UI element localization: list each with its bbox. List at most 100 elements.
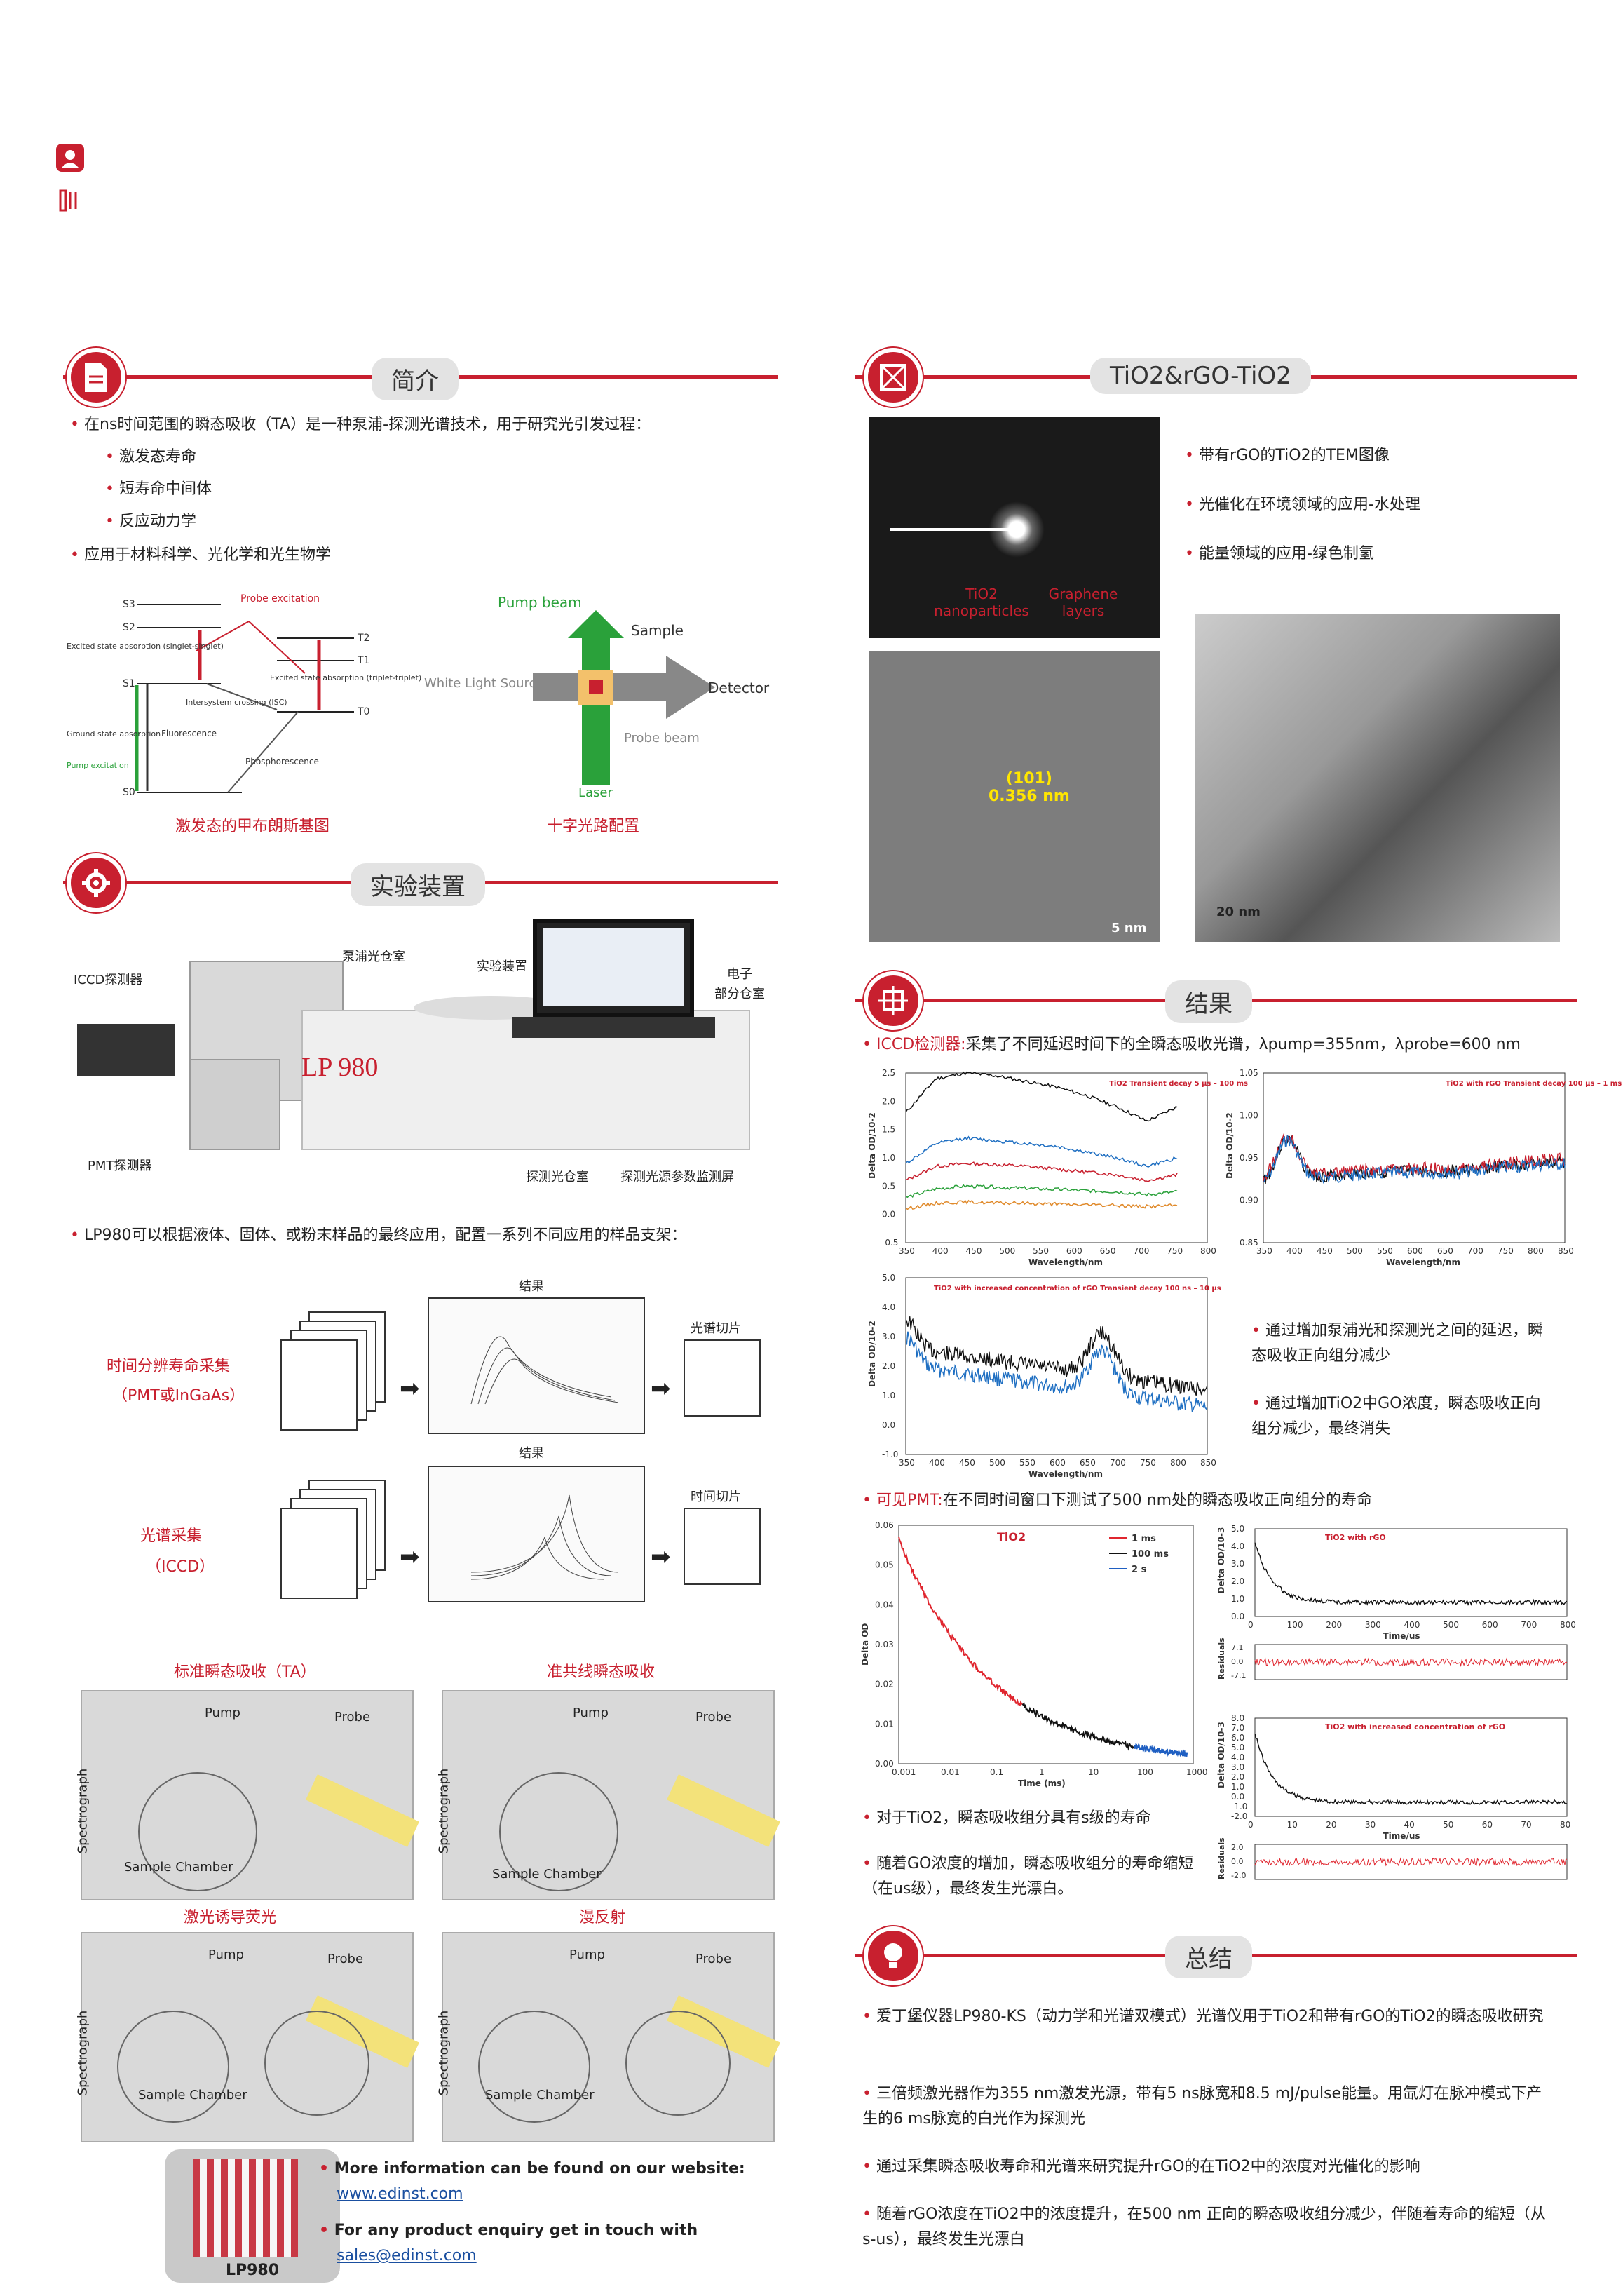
config2-probe: Probe [695, 1710, 732, 1724]
x-tick-label: 100 [1287, 1620, 1303, 1630]
jablonski-caption: 激发态的甲布朗斯基图 [175, 818, 330, 835]
y-tick-label: 3.0 [1231, 1559, 1244, 1569]
x-tick-label: 80 [1560, 1820, 1570, 1830]
series-line [1254, 1733, 1568, 1806]
y-tick-label: 0.05 [875, 1560, 894, 1570]
legend-label: 2 s [1132, 1565, 1147, 1575]
legend-label: 1 ms [1132, 1534, 1156, 1544]
y-tick-label: -2.0 [1231, 1811, 1247, 1821]
iccd-bullet-1: 通过增加泵浦光和探测光之间的延迟，瞬态吸收正向组分减少 [1251, 1318, 1553, 1369]
lp980-instrument: LP 980 [77, 919, 750, 1150]
y-tick-label: 1.00 [1240, 1111, 1258, 1121]
pmt-text: 在不同时间窗口下测试了500 nm处的瞬态吸收正向组分的寿命 [942, 1492, 1373, 1509]
y-tick-label: 2.0 [1231, 1772, 1244, 1782]
crystal-icon [864, 348, 923, 407]
config-title-3: 激光诱导荧光 [184, 1909, 277, 1926]
x-tick-label: 400 [1286, 1246, 1303, 1256]
y-tick-label: 0.02 [875, 1680, 894, 1689]
arrow-right-icon-2: ➡ [651, 1375, 671, 1403]
y-tick-label: 5.0 [882, 1273, 895, 1283]
qr-code-icon [193, 2159, 298, 2257]
config4-probe: Probe [695, 1952, 732, 1966]
label-spacing: 0.356 nm [989, 788, 1070, 805]
x-tick-label: 300 [1365, 1620, 1381, 1630]
y-tick-label: 1.0 [882, 1153, 895, 1163]
mode2-sub: （ICCD） [146, 1558, 215, 1576]
x-tick-label: 550 [1377, 1246, 1393, 1256]
y-tick-label: 3.0 [882, 1332, 895, 1342]
intro-sub-1: 激发态寿命 [105, 445, 196, 470]
x-tick-label: 600 [1482, 1620, 1498, 1630]
y-tick-label: 2.5 [882, 1068, 895, 1078]
x-tick-label: 400 [1404, 1620, 1420, 1630]
config-panel-3: Pump Probe Sample Chamber Spectrograph [75, 1932, 419, 2142]
series-line [905, 1161, 1178, 1182]
chart-title: TiO2 [997, 1530, 1026, 1544]
book-icon [57, 188, 83, 213]
y-tick-label: 0.0 [882, 1420, 895, 1430]
x-tick-label: 400 [932, 1246, 949, 1256]
jab-level-s3: S3 [123, 599, 135, 610]
label-monitor: 探测光源参数监测屏 [620, 1170, 734, 1184]
x-tick-label: 40 [1404, 1820, 1415, 1830]
mode2-title: 光谱采集 [140, 1527, 203, 1545]
residual-tick: -2.0 [1231, 1871, 1246, 1880]
x-tick-label: 50 [1443, 1820, 1453, 1830]
y-tick-label: 5.0 [1231, 1524, 1244, 1534]
config3-spectro: Spectrograph [75, 2010, 90, 2096]
mode1-result: 结果 [519, 1279, 544, 1294]
pmt-line: 可见PMT:在不同时间窗口下测试了500 nm处的瞬态吸收正向组分的寿命 [862, 1488, 1570, 1513]
jab-label-gsa: Ground state absorption [67, 729, 161, 738]
jab-level-t1: T1 [357, 655, 369, 666]
x-tick-label: 850 [1200, 1458, 1216, 1468]
x-tick-label: 350 [1256, 1246, 1272, 1256]
config1-probe: Probe [334, 1710, 371, 1724]
jab-label-esa-ss: Excited state absorption (singlet-single… [67, 642, 224, 651]
x-tick-label: 1000 [1186, 1767, 1208, 1777]
x-tick-label: 600 [1066, 1246, 1082, 1256]
scale-20nm: 20 nm [1216, 905, 1261, 919]
email-link[interactable]: sales@edinst.com [337, 2247, 477, 2264]
jab-label-isc: Intersystem crossing (ISC) [186, 698, 287, 707]
series-line [905, 1184, 1178, 1198]
y-tick-label: 2.0 [1231, 1576, 1244, 1586]
y-axis-label: Delta OD/10-3 [1216, 1722, 1226, 1788]
config-title-4: 漫反射 [579, 1909, 626, 1926]
x-tick-label: 650 [1100, 1246, 1116, 1256]
residual-tick: 2.0 [1231, 1843, 1244, 1852]
x-tick-label: 600 [1407, 1246, 1423, 1256]
y-tick-label: -1.0 [1231, 1802, 1247, 1811]
y-tick-label: 2.0 [882, 1096, 895, 1106]
hrtem-image: (101) 0.356 nm 5 nm [869, 651, 1160, 942]
label-probe-chamber: 探测光仓室 [526, 1170, 589, 1184]
y-tick-label: 0.90 [1240, 1196, 1258, 1206]
mode1-title: 时间分辨寿命采集 [107, 1358, 231, 1375]
y-tick-label: 8.0 [1231, 1713, 1244, 1723]
x-tick-label: 700 [1133, 1246, 1149, 1256]
tem-image: 20 nm [1195, 614, 1560, 942]
plot-frame [898, 1525, 1194, 1764]
chart-annotation: TiO2 with rGO Transient decay 100 μs – 1… [1446, 1080, 1622, 1088]
cross-label-laser: Laser [578, 785, 613, 800]
y-tick-label: 0.95 [1240, 1153, 1258, 1163]
residual-frame [1254, 1644, 1568, 1680]
mode2-slice: 时间切片 [691, 1490, 741, 1504]
jab-label-pump: Pump excitation [67, 761, 129, 770]
x-tick-label: 0.01 [941, 1767, 960, 1777]
config-title-2: 准共线瞬态吸收 [547, 1663, 656, 1681]
config-panel-2: Pump Probe Sample Chamber Spectrograph [436, 1690, 780, 1900]
website-link[interactable]: www.edinst.com [337, 2185, 463, 2203]
x-tick-label: 850 [1558, 1246, 1574, 1256]
config2-chamber: Sample Chamber [492, 1867, 602, 1882]
config1-chamber: Sample Chamber [124, 1860, 233, 1875]
label-iccd: ICCD探测器 [74, 973, 143, 987]
arrow-right-icon-4: ➡ [651, 1543, 671, 1571]
series-line [1254, 1542, 1568, 1607]
intro-sub-3: 反应动力学 [105, 509, 196, 534]
x-axis-label: Wavelength/nm [1028, 1469, 1103, 1479]
y-tick-label: 0.5 [882, 1181, 895, 1191]
y-tick-label: 1.5 [882, 1125, 895, 1135]
